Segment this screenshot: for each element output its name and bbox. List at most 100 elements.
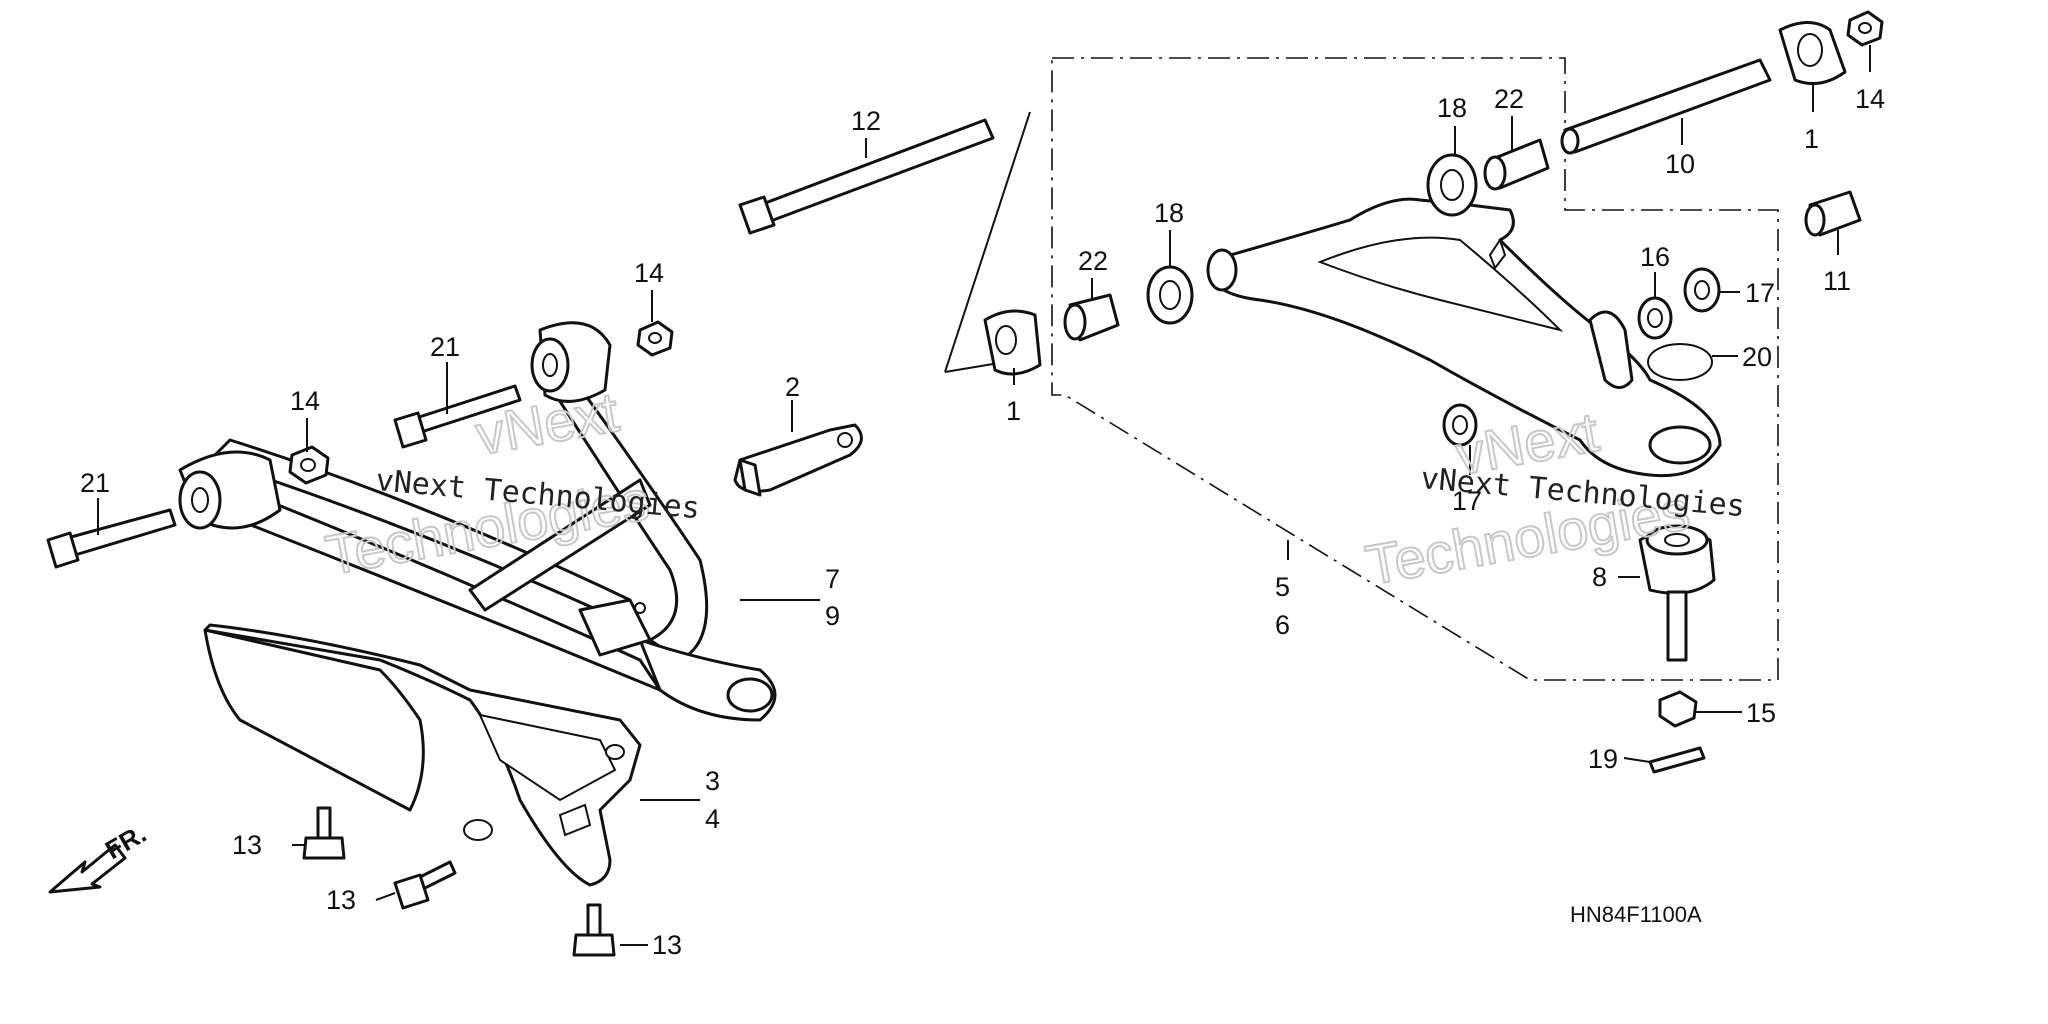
pipe-10-end [1560,127,1580,155]
castle-nut-15 [1658,690,1698,728]
diagram-code: HN84F1100A [1570,902,1702,927]
callout-10: 10 [1665,149,1695,179]
ball-joint-8-socket [1664,533,1690,547]
bearing-16 [1637,296,1673,340]
callout-12: 12 [851,106,881,136]
callout-21-upper: 21 [430,332,460,362]
callout-14-front: 14 [290,386,320,416]
arm-cross-brace [468,478,652,612]
washer-1-left [983,309,1042,376]
ball-joint-8 [1638,524,1716,662]
eye-hole [726,677,774,713]
bolt-21-upper [393,384,522,449]
seal-17-right-hole [1694,280,1710,300]
collar-22-left-face [1063,303,1087,341]
castle-nut-15-body [1658,690,1698,728]
bolt-21-front-head [46,531,80,569]
skid-guard-tab [558,803,592,837]
upper-arm-assembly [178,321,777,722]
callout-5: 5 [1275,572,1290,602]
bolt-13-a [302,806,346,860]
cotter-pin-19-body [1648,746,1706,774]
collar-11 [1804,190,1862,237]
callout-19: 19 [1588,744,1618,774]
seal-18-right-hole [1440,169,1464,201]
collar-22-right-face [1483,155,1507,191]
ball-joint-8-stud [1666,590,1688,662]
upper-bushing-hole [542,353,558,377]
bolt-13-c [572,903,616,957]
nut-14-right-hole [1858,22,1872,34]
bracket-part-2 [733,423,863,497]
callout-3: 3 [705,766,720,796]
bolt-13-c-head [572,933,616,957]
callout-22-left: 22 [1078,246,1108,276]
collar-22-right [1483,138,1550,191]
skid-guard-hole-1 [605,744,625,760]
callout-21-front: 21 [80,468,110,498]
callout-15: 15 [1746,698,1776,728]
bolt-21-front [46,508,177,569]
front-direction-arrow [48,843,127,894]
front-bushing-hole [191,487,209,513]
seal-18-left-hole [1159,280,1181,310]
arm-stud [1488,237,1507,271]
callout-7: 7 [825,564,840,594]
seal-18-left [1146,265,1194,325]
bolt-12-guide-line-a [944,111,1031,373]
bolt-21-upper-head [393,411,428,449]
seal-17-left-hole [1452,415,1468,435]
ball-joint-socket [1648,425,1712,465]
bolt-12 [738,118,995,235]
fr-arrow-icon [48,843,127,894]
bolt-13-a-shank [316,806,332,840]
arm-gusset [1588,310,1634,389]
callout-1-left: 1 [1006,396,1021,426]
collar-11-face [1804,203,1826,237]
callout-13-c: 13 [652,930,682,960]
callout-14-upper: 14 [634,258,664,288]
circlip-20 [1647,343,1713,381]
nut-14-right [1846,10,1884,47]
callout-17-right: 17 [1745,278,1775,308]
callout-2: 2 [785,372,800,402]
seal-17-right [1683,267,1721,313]
callout-8: 8 [1592,562,1607,592]
bracket-2-tab [738,458,762,497]
nut-14-upper-hole [648,332,662,344]
cotter-pin-19 [1648,746,1706,774]
seal-18-right [1426,153,1478,217]
bolt-21-front-shank [58,508,177,560]
nut-14-front [288,445,330,485]
assembly-boundary [1051,57,1779,681]
lower-arm [1206,197,1722,478]
seal-17-left [1442,403,1478,447]
skid-guard-pocket [478,713,617,802]
pipe-10 [1560,58,1772,155]
pipe-10-body [1563,58,1772,154]
callout-6: 6 [1275,610,1290,640]
callout-9: 9 [825,601,840,631]
bolt-13-c-shank [586,903,602,937]
skid-guard-face [203,628,425,812]
callout-1-right: 1 [1804,124,1819,154]
leader-lines [97,45,1871,946]
skid-guard-hole-2 [463,819,493,841]
front-pivot-face [1206,248,1238,292]
bolt-13-b [393,860,457,910]
callout-16: 16 [1640,242,1670,272]
bracket-hole [634,602,646,614]
bearing-16-hole [1647,308,1663,328]
lower-arm-cutout [1317,236,1564,332]
callout-18-left: 18 [1154,198,1184,228]
callout-17-left: 17 [1452,486,1482,516]
callout-4: 4 [705,804,720,834]
nut-14-front-hole [300,458,316,472]
bolt-13-a-head [302,836,346,860]
circlip-20-ring [1647,343,1713,381]
bracket-2-body [733,423,863,493]
washer-1-right [1778,21,1847,86]
arm-bracket [578,598,652,657]
